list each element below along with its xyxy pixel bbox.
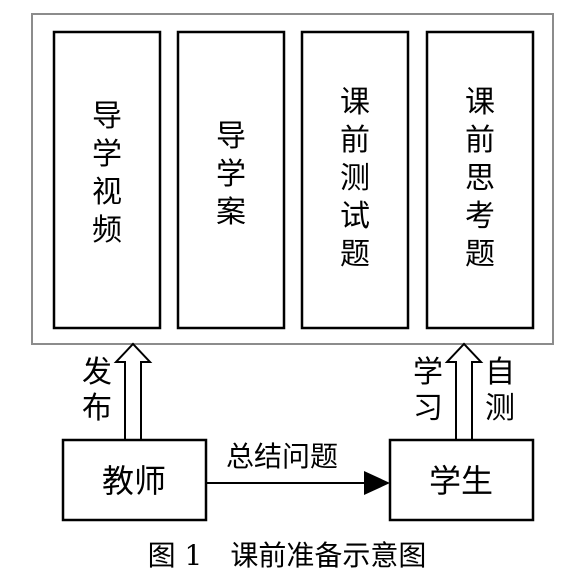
resource-char: 视 <box>92 175 122 210</box>
selftest-char: 测 <box>485 391 515 426</box>
resource-char: 前 <box>340 123 370 158</box>
student-box <box>388 438 535 522</box>
self-test-label: 自 测 <box>485 355 515 426</box>
resource-box-pre-class-thinking <box>425 30 535 330</box>
resource-char: 学 <box>92 137 122 172</box>
resource-char: 案 <box>216 195 246 230</box>
resource-char: 测 <box>340 161 370 196</box>
publish-arrow <box>113 342 153 440</box>
resource-char: 导 <box>92 99 122 134</box>
resource-char: 课 <box>465 85 495 120</box>
resource-box-guide-video <box>52 30 162 330</box>
resource-box-guide-video-label: 导 学 视 频 <box>92 99 122 248</box>
resource-char: 学 <box>216 157 246 192</box>
resource-container-frame <box>31 13 554 345</box>
learn-char: 习 <box>413 391 443 426</box>
resource-box-pre-class-test-label: 课 前 测 试 题 <box>340 85 370 272</box>
student-label: 学生 <box>429 462 493 500</box>
resource-char: 前 <box>465 123 495 158</box>
resource-box-guide-plan <box>176 30 286 330</box>
resource-char: 频 <box>92 213 122 248</box>
resource-char: 题 <box>465 237 495 272</box>
learn-label: 学 习 <box>413 355 443 426</box>
resource-box-pre-class-thinking-label: 课 前 思 考 题 <box>465 85 495 272</box>
resource-char: 思 <box>465 161 495 196</box>
publish-char: 发 <box>82 355 112 390</box>
summary-label: 总结问题 <box>226 440 338 473</box>
resource-box-pre-class-test <box>300 30 410 330</box>
publish-label: 发 布 <box>82 355 112 426</box>
figure-caption: 图 1 课前准备示意图 <box>148 539 427 572</box>
resource-char: 导 <box>216 119 246 154</box>
resource-char: 试 <box>340 199 370 234</box>
learn-arrow <box>444 342 484 440</box>
resource-box-guide-plan-label: 导 学 案 <box>216 119 246 230</box>
teacher-label: 教师 <box>102 462 166 500</box>
resource-char: 考 <box>465 199 495 234</box>
summary-arrow-head <box>364 471 390 495</box>
resource-char: 题 <box>340 237 370 272</box>
learn-char: 学 <box>413 355 443 390</box>
teacher-box <box>61 438 208 522</box>
publish-char: 布 <box>82 391 112 426</box>
selftest-char: 自 <box>485 355 515 390</box>
resource-char: 课 <box>340 85 370 120</box>
